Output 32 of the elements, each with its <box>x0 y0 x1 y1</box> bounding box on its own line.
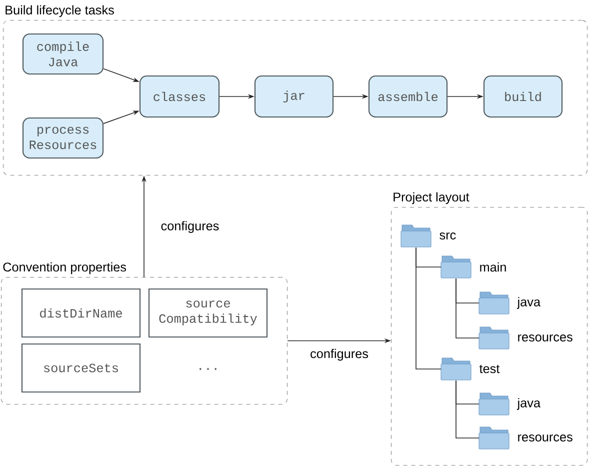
ellipsis-text: ... <box>200 368 216 370</box>
property-box: distDirName <box>21 288 141 338</box>
task-box: compile Java <box>22 33 104 75</box>
folder-item: java <box>478 392 540 416</box>
edge-label: configures <box>308 348 370 362</box>
property-box: sourceSets <box>21 343 141 393</box>
folder-item: main <box>440 256 506 278</box>
property-box: source Compatibility <box>148 288 268 338</box>
folder-item: resources <box>478 326 572 350</box>
node-label: Build lifecycle tasks <box>6 5 114 18</box>
node-label: test <box>479 364 500 374</box>
task-box: build <box>483 75 563 118</box>
node-label: Project layout <box>394 192 470 204</box>
task-box: jar <box>254 75 334 118</box>
folder-item: src <box>400 224 456 248</box>
folder-item: java <box>478 292 540 314</box>
node-label: Convention properties <box>3 262 126 274</box>
node-label: java <box>516 398 540 410</box>
folder-item: resources <box>478 426 572 450</box>
task-box: process Resources <box>22 117 104 159</box>
tree-line <box>456 278 480 338</box>
tree-line <box>416 247 442 370</box>
node-label: java <box>516 297 540 309</box>
node-label: resources <box>518 334 572 342</box>
node-label: main <box>480 262 506 272</box>
task-box: assemble <box>368 75 448 118</box>
edge-label: configures <box>159 220 221 234</box>
node-label: src <box>440 232 456 240</box>
folder-item: test <box>440 358 500 380</box>
task-box: classes <box>139 75 220 118</box>
tree-line <box>456 380 480 438</box>
node-label: resources <box>518 434 572 442</box>
